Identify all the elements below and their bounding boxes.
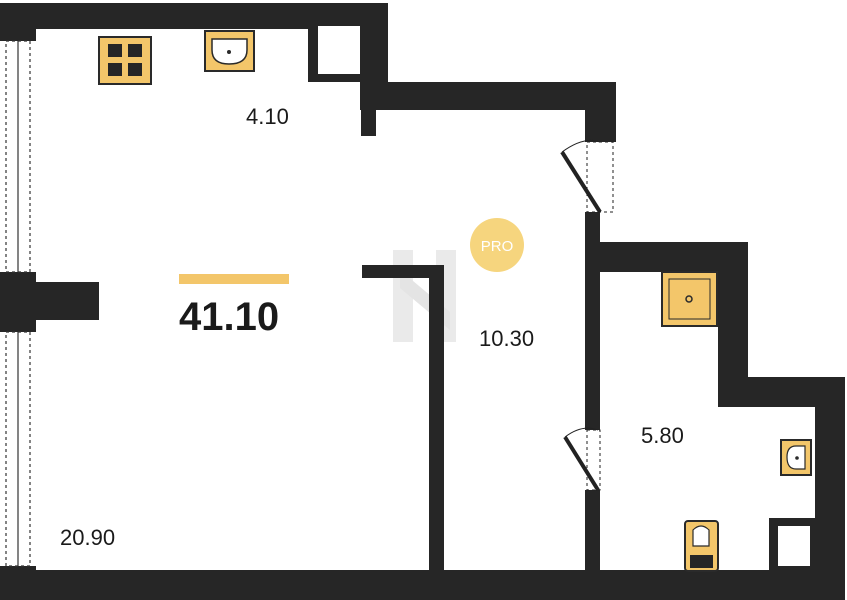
- shower-tray-icon: [661, 271, 718, 327]
- room-area-hallway: 10.30: [479, 326, 534, 351]
- right-wall-upper: [585, 82, 616, 142]
- room-area-kitchen-niche: 4.10: [246, 104, 289, 129]
- total-area-accent-bar: [179, 274, 289, 284]
- left-pier: [0, 282, 99, 320]
- shaft-box-inner: [778, 526, 810, 566]
- toilet-icon: [684, 520, 719, 572]
- total-area-label: 41.10: [179, 295, 279, 339]
- pro-badge: PRO: [470, 218, 524, 272]
- left-wall-top: [0, 3, 36, 41]
- kitchen-sink-icon: [204, 30, 255, 72]
- walls: [0, 3, 845, 600]
- pro-badge-text: PRO: [481, 238, 514, 255]
- partition-vertical: [429, 265, 444, 575]
- bottom-wall: [0, 570, 845, 600]
- swing-door-icon: [560, 139, 614, 492]
- entry-jamb: [361, 105, 376, 136]
- stove-icon: [98, 36, 152, 85]
- top-wall-left: [0, 3, 388, 29]
- shaft-inner: [318, 26, 360, 74]
- bath-right-wall: [815, 377, 845, 600]
- top-wall-right: [360, 82, 616, 110]
- room-area-living-room: 20.90: [60, 525, 115, 550]
- room-area-bathroom: 5.80: [641, 423, 684, 448]
- window-icon: [5, 40, 31, 567]
- washbasin-icon: [780, 439, 812, 476]
- partition-top: [362, 265, 444, 278]
- watermark-logo: [393, 250, 456, 342]
